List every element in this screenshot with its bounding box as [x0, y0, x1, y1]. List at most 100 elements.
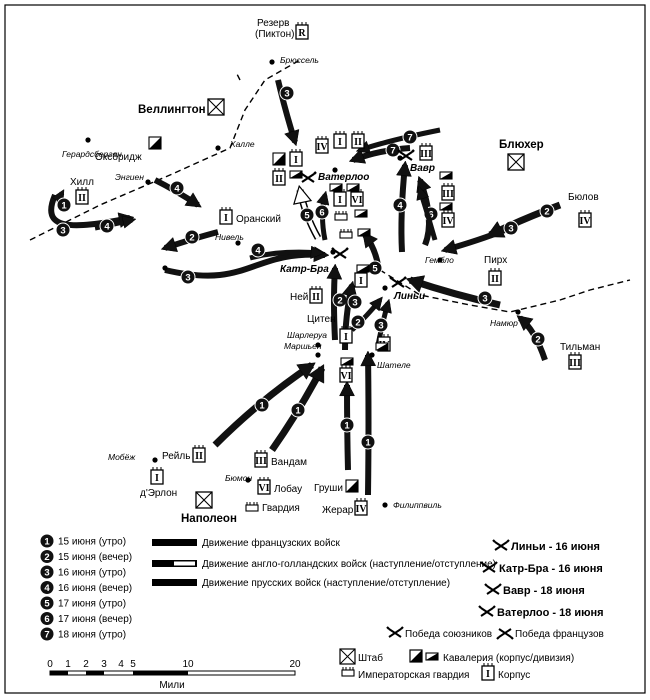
corps-label: д'Эрлон — [140, 488, 177, 499]
unit-derlon[interactable]: Iд'Эрлон — [140, 467, 177, 499]
town-chatelet[interactable]: Шателе — [369, 352, 411, 370]
arrow-head — [307, 363, 325, 384]
unit-ligny-group[interactable]: I — [354, 264, 370, 288]
corps-symbol: I — [289, 149, 303, 167]
town-philippeville[interactable]: Филиппвиль — [382, 500, 442, 510]
corps-symbol: VI — [339, 365, 353, 383]
arrow-head — [405, 275, 426, 293]
step-circle — [40, 550, 54, 563]
step-badge-num: 6 — [428, 210, 433, 221]
corps-symbol: VI — [257, 477, 271, 495]
step-badge: 2 — [332, 292, 348, 308]
legend-battle-label: Линьи - 16 июня — [511, 541, 600, 553]
step-badge-num: 4 — [104, 222, 110, 233]
town-enghien[interactable]: Энгиен — [115, 172, 151, 185]
corps-symbol: I — [150, 467, 164, 485]
step-badge: 1 — [339, 417, 355, 433]
town-label: Мобёж — [108, 452, 136, 462]
french-arrow-reil: 1 — [212, 362, 316, 448]
unit-oksbridge[interactable]: Оксбридж — [95, 136, 162, 163]
anglo-arrow-west4: 4 — [249, 242, 325, 261]
town-beaumont[interactable]: Бюмон — [225, 473, 252, 483]
step-badge-num: 2 — [355, 318, 360, 329]
town-waterloo[interactable]: Ватерлоо — [318, 167, 369, 183]
legend-prussian: Движение прусских войск (наступление/отс… — [152, 578, 450, 589]
step-label: 17 июня (утро) — [58, 599, 126, 610]
scale-tick: 3 — [101, 659, 107, 670]
town-namur[interactable]: Намюр — [490, 309, 521, 328]
french-arrow-zherar: 1 — [360, 350, 377, 496]
blucher-hq[interactable]: Блюхер — [499, 139, 544, 171]
unit-reserve[interactable]: Резерв(Пиктон)R — [255, 18, 309, 40]
arrow-head — [310, 245, 325, 259]
unit-sharleroi-group[interactable]: VIIV — [339, 334, 391, 383]
unit-grushi[interactable]: Груши — [314, 479, 359, 494]
corps-mark: III — [420, 149, 432, 160]
prussian-arrow-tilman: 2 — [516, 315, 548, 361]
town-nivel[interactable]: Нивель — [215, 232, 244, 246]
step-badge: 4 — [392, 197, 408, 213]
corps-mark: IV — [579, 216, 591, 227]
french-arrow-wat6: 6 — [314, 190, 330, 241]
anglo-arrow-reserve: 3 — [275, 79, 300, 147]
corps-mark: I — [338, 137, 342, 148]
corps-symbol: III — [568, 352, 582, 370]
town-label: Маршьен — [284, 341, 322, 351]
town-brussels[interactable]: Брюссель — [269, 55, 319, 65]
battle-ligny-icon[interactable] — [389, 276, 407, 288]
corps-symbol: VI — [350, 189, 364, 207]
town-ligny[interactable]: Линьи — [382, 285, 425, 302]
battle-quatre-bras-icon[interactable] — [331, 247, 349, 259]
step-badge-num: 2 — [337, 296, 342, 307]
hq-icon — [339, 648, 356, 665]
wellington-hq[interactable]: Веллингтон — [138, 98, 225, 116]
french-arrow-ney: 2 — [326, 263, 348, 341]
corps-symbol: I — [333, 189, 347, 207]
legend-victory-french: Победа французов — [496, 628, 604, 640]
napoleon-hq[interactable]: Наполеон — [181, 491, 237, 525]
battle-waterloo-icon[interactable] — [299, 171, 317, 183]
town-halle[interactable]: Халле — [215, 139, 255, 151]
step-badge-num: 3 — [508, 224, 513, 235]
hq-icon — [207, 98, 225, 116]
step-badge-num: 3 — [60, 226, 65, 237]
step-num: 2 — [44, 552, 49, 563]
corps-icon-mark: I — [486, 669, 490, 680]
scale-unit: Мили — [159, 680, 184, 691]
unit-gvardiya[interactable]: Гвардия — [245, 502, 300, 514]
battle-wavre-icon[interactable] — [397, 149, 415, 161]
town-label: Нивель — [215, 232, 244, 242]
town-marchienne[interactable]: Маршьен — [284, 341, 322, 358]
corps-symbol: II — [309, 286, 323, 304]
corps-mark: III — [442, 189, 454, 200]
cavalry-division-symbol — [439, 202, 453, 211]
corps-mark: III — [255, 456, 267, 467]
town-gerardsbergen[interactable]: Герардсберген — [62, 137, 122, 159]
scale-tick: 4 — [118, 659, 124, 670]
town-maubeuge[interactable]: Мобёж — [108, 452, 158, 463]
step-badge-num: 7 — [390, 146, 395, 157]
corps-label: Резерв — [257, 18, 289, 29]
arrow-head — [360, 350, 377, 367]
town-dot — [332, 167, 338, 173]
town-sharleroi[interactable]: Шарлеруа — [287, 330, 327, 348]
cavalry-division-symbol — [357, 228, 371, 237]
town-gembloux[interactable]: Гембло — [425, 255, 454, 265]
